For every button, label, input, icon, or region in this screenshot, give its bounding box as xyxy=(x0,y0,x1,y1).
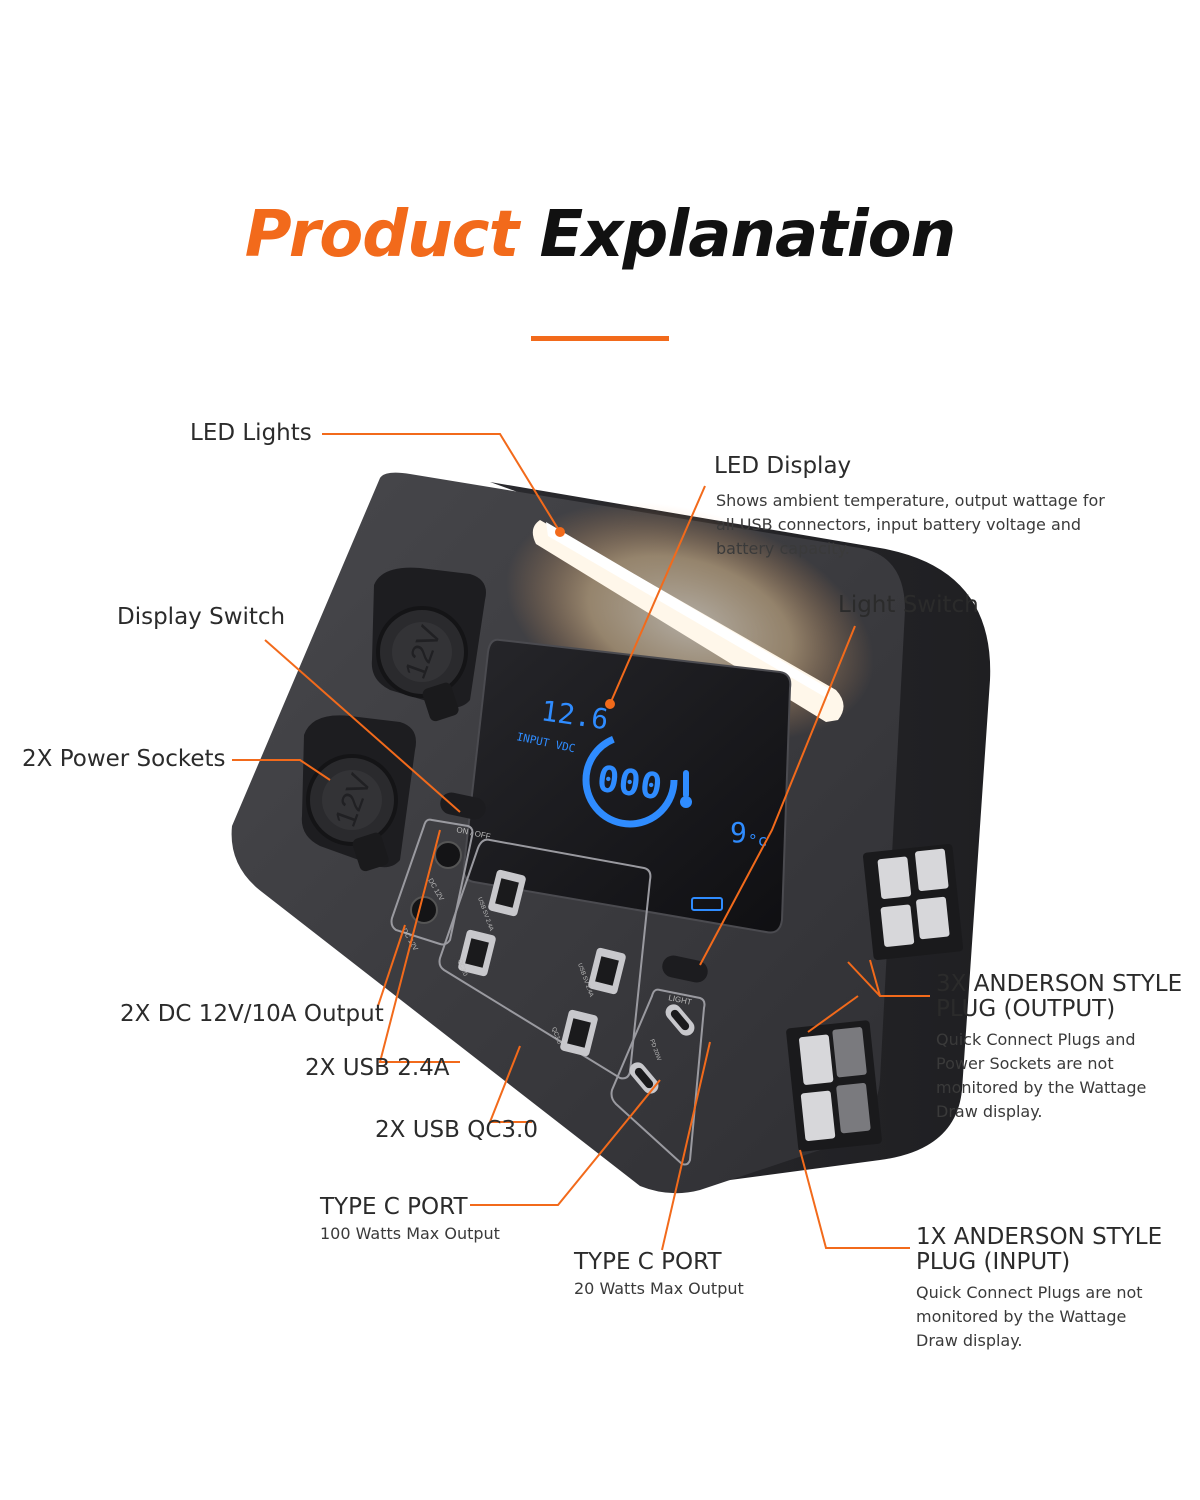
label-display-switch: Display Switch xyxy=(117,604,286,630)
leader-anderson-out-3 xyxy=(807,995,859,1033)
label-led-display-title: LED Display xyxy=(714,453,852,479)
label-anderson-in-line2: PLUG (INPUT) xyxy=(916,1249,1071,1275)
title-underline xyxy=(531,336,669,341)
leader-usb-qc xyxy=(488,1045,532,1123)
power-socket-upper: 12V xyxy=(371,567,486,722)
page-title: Product Explanation xyxy=(0,198,1200,272)
power-socket-lower: 12V xyxy=(301,715,416,872)
label-led-display-desc: Shows ambient temperature, output wattag… xyxy=(716,491,1105,558)
label-dc-output: 2X DC 12V/10A Output xyxy=(120,1001,384,1027)
lcd-screen: 12.6 INPUT VDC 000 9 °c xyxy=(462,638,792,934)
label-typec-100-sub: 100 Watts Max Output xyxy=(320,1224,500,1243)
leader-led-display xyxy=(609,485,706,705)
label-power-sockets: 2X Power Sockets xyxy=(22,746,226,772)
leader-typec-100 xyxy=(470,1079,661,1206)
leader-dot-led-lights xyxy=(555,527,565,537)
label-typec-20-sub: 20 Watts Max Output xyxy=(574,1279,744,1298)
leader-dc-output xyxy=(377,924,406,1007)
leader-usb-24 xyxy=(378,829,460,1063)
label-typec-20-title: TYPE C PORT xyxy=(574,1249,722,1275)
leader-anderson-in xyxy=(799,1149,910,1249)
leader-typec-20 xyxy=(661,1041,711,1251)
leader-display-switch xyxy=(264,639,461,813)
qc-port-label-1: QC3.0 xyxy=(456,959,468,978)
leader-led-lights xyxy=(322,433,561,533)
label-led-lights: LED Lights xyxy=(190,420,312,446)
label-anderson-out-desc: Quick Connect Plugs and Power Sockets ar… xyxy=(936,1030,1147,1121)
label-usb-qc: 2X USB QC3.0 xyxy=(375,1117,538,1143)
usb-port-group: USB 5V 2.4A USB 5V 2.4A QC3.0 QC3.0 xyxy=(438,838,652,1080)
label-anderson-in-desc: Quick Connect Plugs are not monitored by… xyxy=(916,1283,1143,1350)
label-anderson-in-line1: 1X ANDERSON STYLE xyxy=(916,1224,1163,1250)
title-word-explanation: Explanation xyxy=(539,198,956,272)
title-word-product: Product xyxy=(244,198,519,272)
callout-leaders xyxy=(232,433,930,1251)
leader-anderson-out-2 xyxy=(869,959,881,997)
label-anderson-out-line1: 3X ANDERSON STYLE xyxy=(936,971,1183,997)
label-usb-24: 2X USB 2.4A xyxy=(305,1055,450,1081)
label-typec-100-title: TYPE C PORT xyxy=(320,1194,468,1220)
anderson-output-plugs xyxy=(862,843,964,961)
lcd-temperature: 9 xyxy=(730,816,747,849)
leader-dot-led-display xyxy=(605,699,615,709)
label-anderson-out-line2: PLUG (OUTPUT) xyxy=(936,996,1116,1022)
lcd-temperature-unit: °c xyxy=(748,831,767,850)
leader-light-switch xyxy=(699,625,856,966)
anderson-input-plugs xyxy=(786,1020,882,1152)
lcd-watts: 000 xyxy=(594,759,664,809)
leader-power-sockets xyxy=(232,759,331,781)
qc-port-label-2: QC3.0 xyxy=(550,1027,562,1046)
label-light-switch: Light Switch xyxy=(838,592,979,618)
